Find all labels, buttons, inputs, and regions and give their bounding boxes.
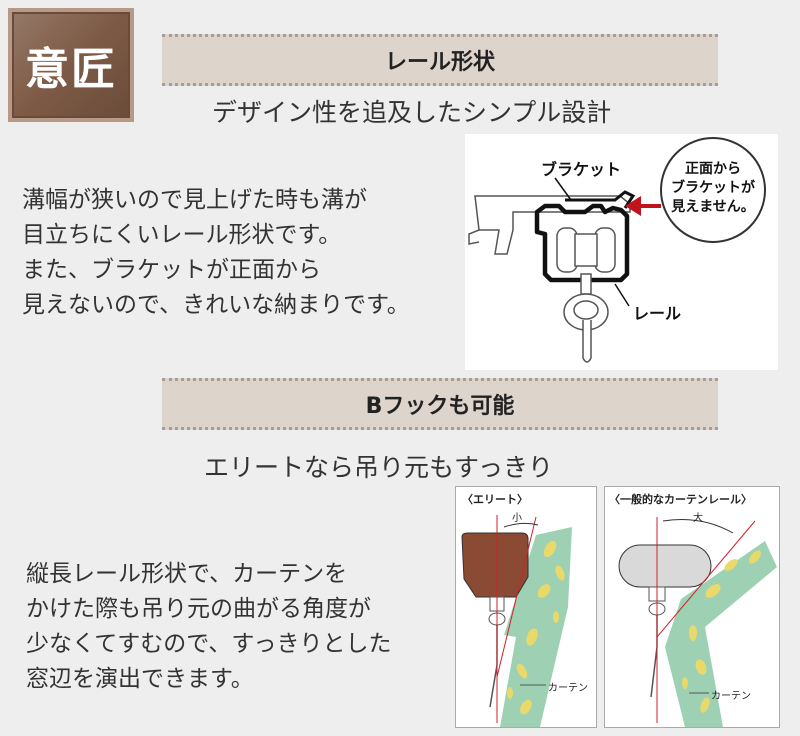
callout-line: 見えません。: [671, 199, 755, 215]
typical-curtain-illustration: [618, 517, 777, 727]
callout-line: 正面から: [685, 161, 741, 177]
elite-angle-label: 小: [512, 513, 522, 524]
section1-body-line: 目立ちにくいレール形状です。: [22, 222, 342, 248]
elite-curtain-label: カーテン: [548, 683, 588, 694]
section2-body-line: 少なくてすむので、すっきりとした: [26, 631, 392, 657]
callout-text: 正面から ブラケットが 見えません。: [667, 160, 759, 217]
section1-body-line: 溝幅が狭いので見上げた時も溝が: [22, 187, 367, 213]
section2-title: Bフックも可能: [365, 394, 515, 419]
typical-angle-label: 大: [693, 513, 703, 524]
section2-title-bar: Bフックも可能: [162, 378, 718, 430]
callout-line: ブラケットが: [671, 180, 755, 196]
typical-rail-diagram: 〈一般的なカーテンレール〉 大 カーテン: [604, 486, 780, 728]
category-badge: 意匠: [8, 8, 134, 122]
section2-subtitle: エリートなら吊り元もすっきり: [204, 453, 554, 482]
section2-body-line: 窓辺を演出できます。: [26, 666, 254, 692]
typical-curtain-label: カーテン: [711, 691, 751, 702]
rail-label: レール: [633, 304, 682, 323]
section1-subtitle: デザイン性を追及したシンプル設計: [212, 98, 612, 127]
section1-title-bar: レール形状: [162, 34, 718, 86]
section1-title: レール形状: [384, 50, 495, 75]
bracket-label: ブラケット: [541, 160, 622, 179]
rail-shape-diagram: ブラケット レール 正面から ブラケットが 見えません。: [465, 134, 778, 370]
section1-body: 溝幅が狭いので見上げた時も溝が 目立ちにくいレール形状です。 また、ブラケットが…: [22, 183, 462, 323]
elite-diagram-title: 〈エリート〉: [462, 493, 528, 506]
section1-body-line: 見えないので、きれいな納まりです。: [22, 292, 410, 318]
elite-rail-diagram: 〈エリート〉 小 カーテン: [455, 486, 597, 728]
rail-cross-section-illustration: [468, 134, 766, 370]
elite-curtain-illustration: [461, 515, 572, 727]
section1-body-line: また、ブラケットが正面から: [22, 257, 321, 283]
section2-body-line: 縦長レール形状で、カーテンを: [26, 561, 348, 587]
section2-body: 縦長レール形状で、カーテンを かけた際も吊り元の曲がる角度が 少なくてすむので、…: [26, 557, 446, 697]
section2-body-line: かけた際も吊り元の曲がる角度が: [26, 596, 371, 622]
typical-diagram-title: 〈一般的なカーテンレール〉: [609, 493, 752, 506]
badge-label: 意匠: [25, 44, 117, 95]
